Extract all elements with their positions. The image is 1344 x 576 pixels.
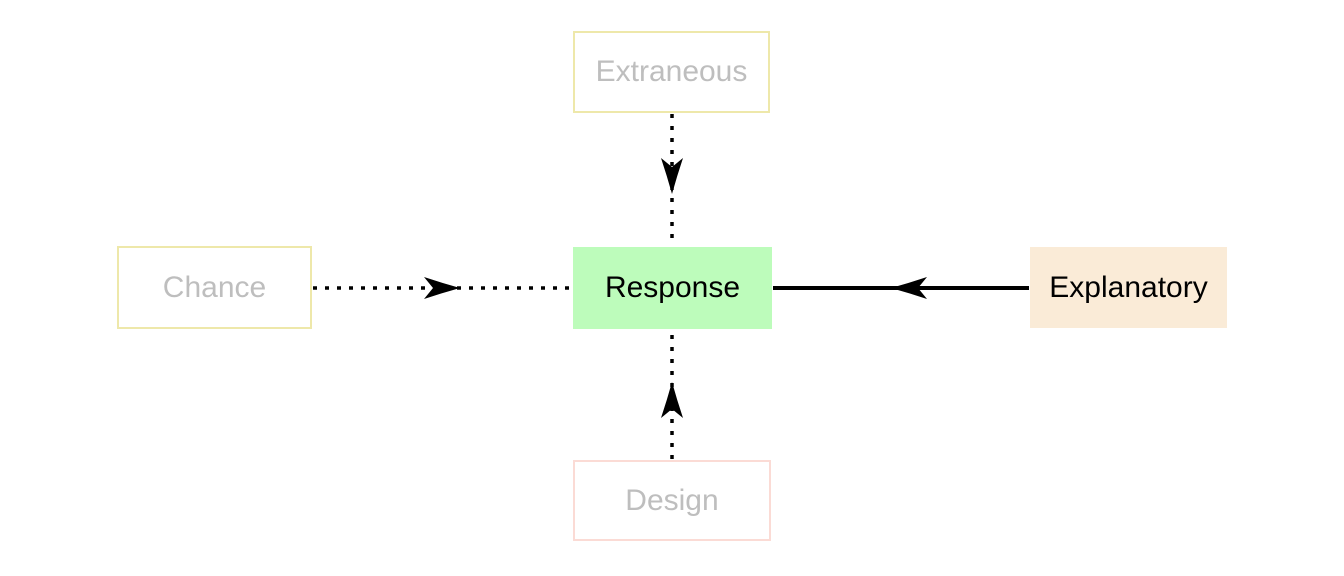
node-response-label: Response <box>604 271 741 304</box>
node-explanatory-label: Explanatory <box>1049 270 1208 304</box>
node-explanatory: Explanatory <box>1030 247 1227 328</box>
edge-chance-response-arrowhead-right-icon <box>424 277 460 299</box>
node-design-label: Design <box>625 483 719 517</box>
node-chance: Chance <box>117 246 312 329</box>
node-extraneous-label: Extraneous <box>595 55 748 88</box>
node-chance-label: Chance <box>162 270 267 304</box>
node-extraneous: Extraneous <box>573 31 770 113</box>
edge-explanatory-response-arrowhead-left-icon <box>891 277 927 299</box>
node-design: Design <box>573 460 771 541</box>
edge-design-response-arrowhead-up-icon <box>661 382 683 418</box>
edge-extraneous-response-arrowhead-down-icon <box>661 158 683 194</box>
node-response: Response <box>573 247 772 329</box>
